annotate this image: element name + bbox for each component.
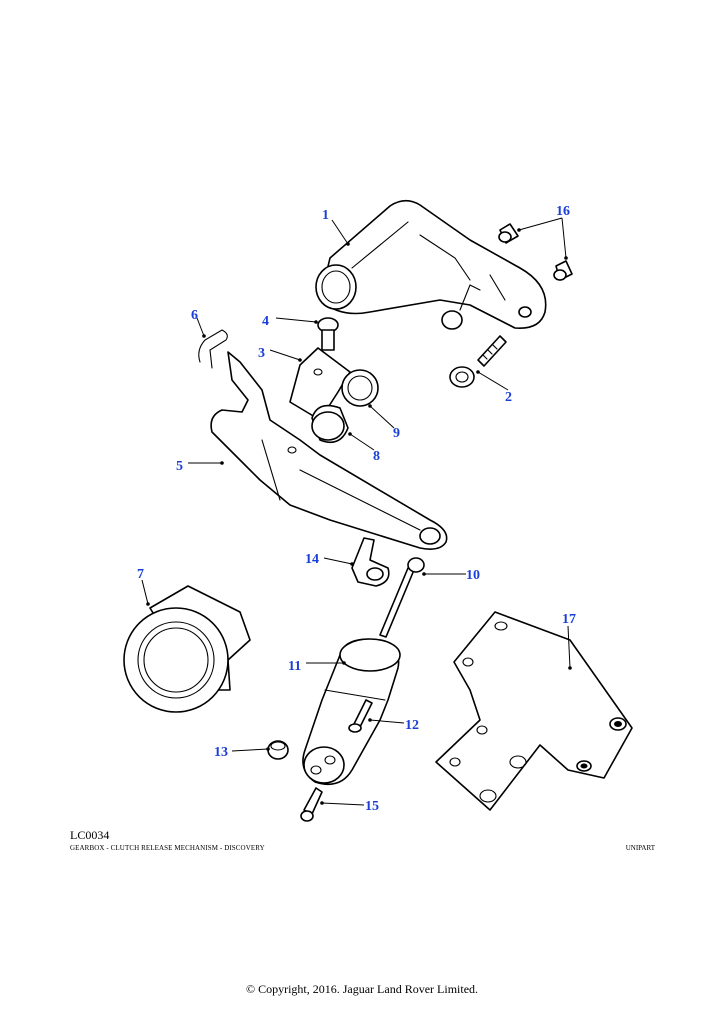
part-8-bush [311,404,349,444]
leader-lines [141,217,572,806]
part-7-release-bearing [123,585,251,713]
part-1-pivot-bracket [315,199,547,330]
callout-8: 8 [373,449,380,464]
leader-12 [369,719,405,724]
leader-8 [349,433,375,451]
callout-3: 3 [258,346,265,361]
part-11-slave-cylinder [302,638,401,786]
part-6-spring-clip [198,329,228,369]
leader-15 [321,802,365,806]
part-5-release-lever [210,351,448,550]
callout-14: 14 [305,552,319,567]
part-14-bracket [351,537,390,587]
part-12-stud [348,699,373,733]
callout-1: 1 [322,208,329,223]
callout-12: 12 [405,718,419,733]
leader-14 [323,557,353,565]
leader-17 [567,625,571,669]
part-4-bolt [317,317,339,351]
leader-1 [331,219,349,245]
callout-labels: 1 2 3 4 5 6 7 8 9 10 11 12 13 14 15 16 1… [137,204,576,814]
leader-9 [369,405,395,429]
callout-5: 5 [176,459,183,474]
diagram-code: LC0034 [70,828,110,842]
leader-3 [269,349,301,361]
leader-6 [196,317,205,337]
copyright-notice: © Copyright, 2016. Jaguar Land Rover Lim… [245,982,479,996]
brand-label: UNIPART [625,844,655,852]
part-16-dowels [498,223,573,281]
part-13-cap [267,740,289,760]
part-9-bush [341,369,379,407]
leader-13 [231,748,269,752]
callout-9: 9 [393,426,400,441]
callout-13: 13 [214,745,228,760]
part-2-bolt [449,335,507,388]
part-17-shield-plate [435,611,633,811]
callout-4: 4 [262,314,269,329]
diagram-caption: GEARBOX - CLUTCH RELEASE MECHANISM - DIS… [70,844,265,852]
leader-4 [275,317,317,323]
callout-17: 17 [562,612,576,627]
callout-2: 2 [505,390,512,405]
part-15-bleed-nipple [300,787,323,822]
callout-6: 6 [191,308,198,323]
leader-7 [141,579,149,605]
callout-16: 16 [556,204,570,219]
callout-15: 15 [365,799,379,814]
leader-16 [518,217,567,259]
callout-10: 10 [466,568,480,583]
callout-7: 7 [137,567,144,582]
part-3-retaining-bracket [289,347,351,421]
part-10-push-rod [379,557,425,638]
leader-2 [477,371,509,391]
callout-11: 11 [288,659,301,674]
